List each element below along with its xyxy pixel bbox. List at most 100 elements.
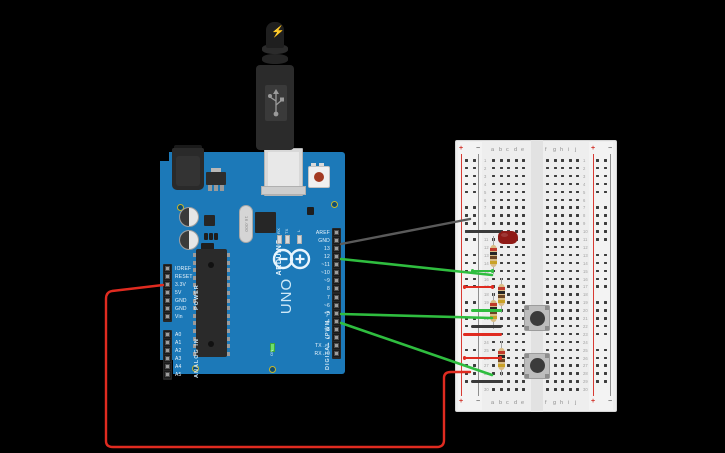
breadboard-hole[interactable] bbox=[569, 364, 572, 367]
breadboard-hole[interactable] bbox=[492, 159, 495, 162]
breadboard-hole[interactable] bbox=[492, 166, 495, 170]
breadboard-hole[interactable] bbox=[546, 332, 549, 336]
breadboard-hole[interactable] bbox=[546, 269, 549, 273]
breadboard-hole[interactable] bbox=[576, 332, 579, 336]
breadboard-hole[interactable] bbox=[576, 356, 579, 360]
breadboard-hole[interactable] bbox=[576, 245, 579, 249]
analog-header[interactable] bbox=[163, 330, 172, 380]
breadboard-hole[interactable] bbox=[561, 348, 564, 352]
wire-pin12-to-led[interactable] bbox=[339, 257, 494, 277]
breadboard-hole[interactable] bbox=[515, 380, 518, 383]
breadboard-hole[interactable] bbox=[500, 174, 503, 178]
rail-hole[interactable] bbox=[604, 190, 607, 194]
breadboard-hole[interactable] bbox=[522, 293, 525, 296]
breadboard-hole[interactable] bbox=[507, 364, 510, 367]
rail-hole[interactable] bbox=[596, 277, 599, 281]
header-pin[interactable] bbox=[164, 265, 171, 272]
breadboard-hole[interactable] bbox=[569, 174, 572, 178]
breadboard-hole[interactable] bbox=[554, 269, 557, 273]
rail-hole[interactable] bbox=[604, 206, 607, 209]
rail-hole[interactable] bbox=[596, 285, 599, 288]
header-pin[interactable] bbox=[333, 350, 340, 357]
breadboard-hole[interactable] bbox=[515, 332, 518, 336]
breadboard-hole[interactable] bbox=[569, 159, 572, 162]
breadboard-hole[interactable] bbox=[554, 309, 557, 312]
breadboard-hole[interactable] bbox=[515, 309, 518, 312]
rail-hole[interactable] bbox=[473, 348, 476, 352]
breadboard-hole[interactable] bbox=[561, 372, 564, 375]
breadboard-hole[interactable] bbox=[561, 261, 564, 265]
rail-hole[interactable] bbox=[465, 159, 468, 162]
rail-hole[interactable] bbox=[473, 206, 476, 209]
rail-hole[interactable] bbox=[596, 206, 599, 209]
breadboard-hole[interactable] bbox=[500, 269, 503, 273]
jumper-row20-green[interactable] bbox=[472, 309, 501, 312]
breadboard-hole[interactable] bbox=[515, 159, 518, 162]
header-pin[interactable] bbox=[333, 310, 340, 317]
breadboard-hole[interactable] bbox=[576, 198, 579, 202]
breadboard-hole[interactable] bbox=[569, 190, 572, 194]
rail-hole[interactable] bbox=[604, 380, 607, 383]
breadboard-hole[interactable] bbox=[569, 388, 572, 391]
breadboard-hole[interactable] bbox=[576, 230, 579, 233]
breadboard-hole[interactable] bbox=[522, 198, 525, 202]
breadboard-hole[interactable] bbox=[561, 222, 564, 225]
breadboard-hole[interactable] bbox=[569, 293, 572, 296]
breadboard-hole[interactable] bbox=[500, 214, 503, 217]
breadboard-hole[interactable] bbox=[569, 380, 572, 383]
breadboard-hole[interactable] bbox=[515, 324, 518, 328]
breadboard-hole[interactable] bbox=[554, 166, 557, 170]
breadboard-hole[interactable] bbox=[554, 348, 557, 352]
breadboard-hole[interactable] bbox=[507, 301, 510, 304]
breadboard-hole[interactable] bbox=[500, 317, 503, 320]
breadboard-hole[interactable] bbox=[569, 182, 572, 186]
rail-hole[interactable] bbox=[596, 222, 599, 225]
breadboard-hole[interactable] bbox=[561, 293, 564, 296]
breadboard-hole[interactable] bbox=[569, 332, 572, 336]
breadboard-hole[interactable] bbox=[569, 253, 572, 257]
breadboard-hole[interactable] bbox=[522, 230, 525, 233]
rail-hole[interactable] bbox=[604, 174, 607, 178]
rail-hole[interactable] bbox=[473, 261, 476, 265]
breadboard-hole[interactable] bbox=[522, 317, 525, 320]
breadboard-hole[interactable] bbox=[546, 348, 549, 352]
breadboard-hole[interactable] bbox=[576, 380, 579, 383]
breadboard-hole[interactable] bbox=[507, 222, 510, 225]
breadboard-hole[interactable] bbox=[554, 198, 557, 202]
breadboard-hole[interactable] bbox=[569, 206, 572, 209]
breadboard-hole[interactable] bbox=[515, 301, 518, 304]
breadboard-hole[interactable] bbox=[522, 380, 525, 383]
breadboard-hole[interactable] bbox=[569, 230, 572, 233]
rail-hole[interactable] bbox=[604, 230, 607, 233]
breadboard-hole[interactable] bbox=[546, 340, 549, 344]
breadboard-hole[interactable] bbox=[569, 166, 572, 170]
rail-hole[interactable] bbox=[596, 190, 599, 194]
breadboard-hole[interactable] bbox=[561, 174, 564, 178]
header-pin[interactable] bbox=[333, 253, 340, 260]
rail-hole[interactable] bbox=[473, 166, 476, 170]
rail-hole[interactable] bbox=[465, 166, 468, 170]
breadboard-hole[interactable] bbox=[561, 206, 564, 209]
rail-hole[interactable] bbox=[604, 182, 607, 186]
breadboard-hole[interactable] bbox=[576, 309, 579, 312]
rail-hole[interactable] bbox=[596, 253, 599, 257]
breadboard-hole[interactable] bbox=[554, 222, 557, 225]
header-pin[interactable] bbox=[333, 294, 340, 301]
breadboard-hole[interactable] bbox=[546, 301, 549, 304]
breadboard-hole[interactable] bbox=[576, 285, 579, 288]
breadboard-hole[interactable] bbox=[561, 253, 564, 257]
breadboard-hole[interactable] bbox=[492, 372, 495, 375]
breadboard-hole[interactable] bbox=[522, 222, 525, 225]
breadboard-hole[interactable] bbox=[554, 174, 557, 178]
wire-pin5-to-button2[interactable] bbox=[339, 321, 494, 377]
rail-hole[interactable] bbox=[596, 356, 599, 360]
jumper-row29-black[interactable] bbox=[472, 380, 501, 383]
rail-hole[interactable] bbox=[473, 238, 476, 241]
breadboard-hole[interactable] bbox=[492, 388, 495, 391]
rail-hole[interactable] bbox=[596, 372, 599, 375]
rail-hole[interactable] bbox=[465, 230, 468, 233]
breadboard-hole[interactable] bbox=[522, 245, 525, 249]
breadboard-hole[interactable] bbox=[576, 214, 579, 217]
rail-hole[interactable] bbox=[596, 166, 599, 170]
header-pin[interactable] bbox=[164, 273, 171, 280]
